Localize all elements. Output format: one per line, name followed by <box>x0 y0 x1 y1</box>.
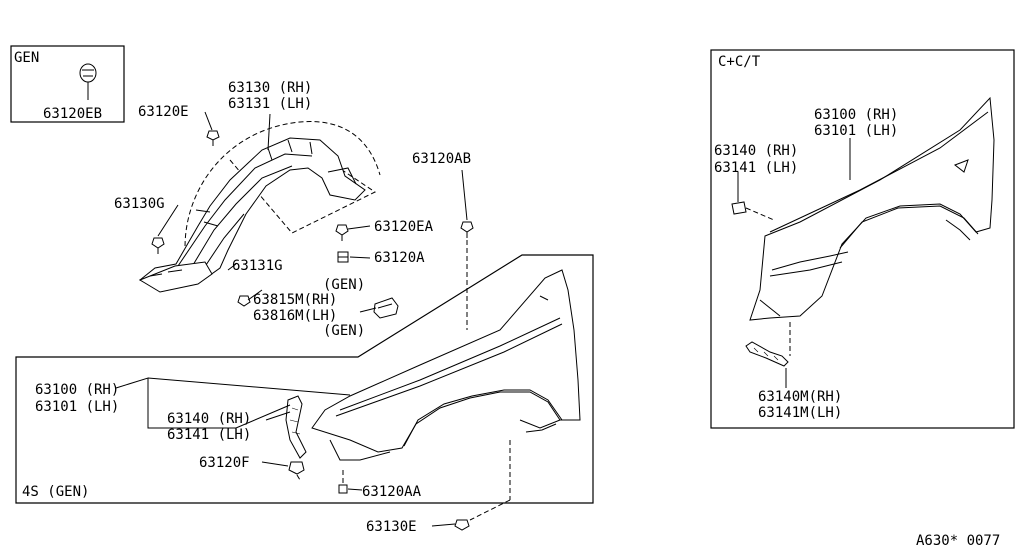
part-labels: 63120E 63130 (RH) 63131 (LH) 63120AB 631… <box>35 80 1000 549</box>
clip-63130e-icon <box>454 519 470 531</box>
bracket-63815m-icon <box>373 297 399 319</box>
label-sedan-63141-lh: 63141 (LH) <box>167 427 251 443</box>
coupe-box-header: C+C/T <box>718 54 761 70</box>
clip-63131g-icon <box>237 295 251 307</box>
gen-inset-box: GEN 63120EB <box>10 45 125 123</box>
leader-lines <box>87 96 851 527</box>
clip-63130g-icon <box>151 237 165 254</box>
label-63120ea: 63120EA <box>374 219 434 235</box>
coupe-seal-63140m-icon <box>745 341 789 367</box>
sedan-box-header: 4S (GEN) <box>22 484 89 500</box>
diagram-code: A630* 0077 <box>916 533 1000 549</box>
label-63120aa: 63120AA <box>362 484 422 500</box>
label-coupe-63101-lh: 63101 (LH) <box>814 123 898 139</box>
clip-63120ab-icon <box>460 221 474 238</box>
label-coupe-63140m-rh: 63140M(RH) <box>758 389 842 405</box>
label-63120eb: 63120EB <box>43 106 102 122</box>
label-63816m-lh: 63816M(LH) <box>253 308 337 324</box>
label-63120ab: 63120AB <box>412 151 471 167</box>
label-63131-lh: 63131 (LH) <box>228 96 312 112</box>
label-63815m-rh: 63815M(RH) <box>253 292 337 308</box>
screw-63120a-icon <box>337 251 349 263</box>
label-sedan-63101-lh: 63101 (LH) <box>35 399 119 415</box>
coupe-fender-drawing <box>749 96 995 321</box>
coupe-box: C+C/T <box>710 49 1015 429</box>
sedan-box: 4S (GEN) <box>15 254 594 504</box>
label-sedan-63140-rh: 63140 (RH) <box>167 411 251 427</box>
label-63130e: 63130E <box>366 519 417 535</box>
label-gen-top: (GEN) <box>323 277 365 293</box>
clip-63120eb-icon <box>79 63 97 96</box>
label-coupe-63140-rh: 63140 (RH) <box>714 143 798 159</box>
label-63130g: 63130G <box>114 196 165 212</box>
sedan-fender-drawing <box>311 269 581 461</box>
clip-63120ea-icon <box>335 224 349 241</box>
label-coupe-63100-rh: 63100 (RH) <box>814 107 898 123</box>
sedan-splash-shield-icon <box>285 395 307 459</box>
label-coupe-63141m-lh: 63141M(LH) <box>758 405 842 421</box>
label-63120e: 63120E <box>138 104 189 120</box>
clip-63120f-icon <box>288 461 305 475</box>
coupe-clip-63140-icon <box>731 201 747 215</box>
label-63120a: 63120A <box>374 250 425 266</box>
label-sedan-63100-rh: 63100 (RH) <box>35 382 119 398</box>
gen-box-header: GEN <box>14 50 39 66</box>
label-gen-bottom: (GEN) <box>323 323 365 339</box>
fender-liner-drawing <box>138 121 381 293</box>
clip-63120aa-icon <box>338 484 348 494</box>
label-63130-rh: 63130 (RH) <box>228 80 312 96</box>
label-63131g: 63131G <box>232 258 283 274</box>
clip-63120e-icon <box>206 130 220 146</box>
label-coupe-63141-lh: 63141 (LH) <box>714 160 798 176</box>
label-63120f: 63120F <box>199 455 250 471</box>
